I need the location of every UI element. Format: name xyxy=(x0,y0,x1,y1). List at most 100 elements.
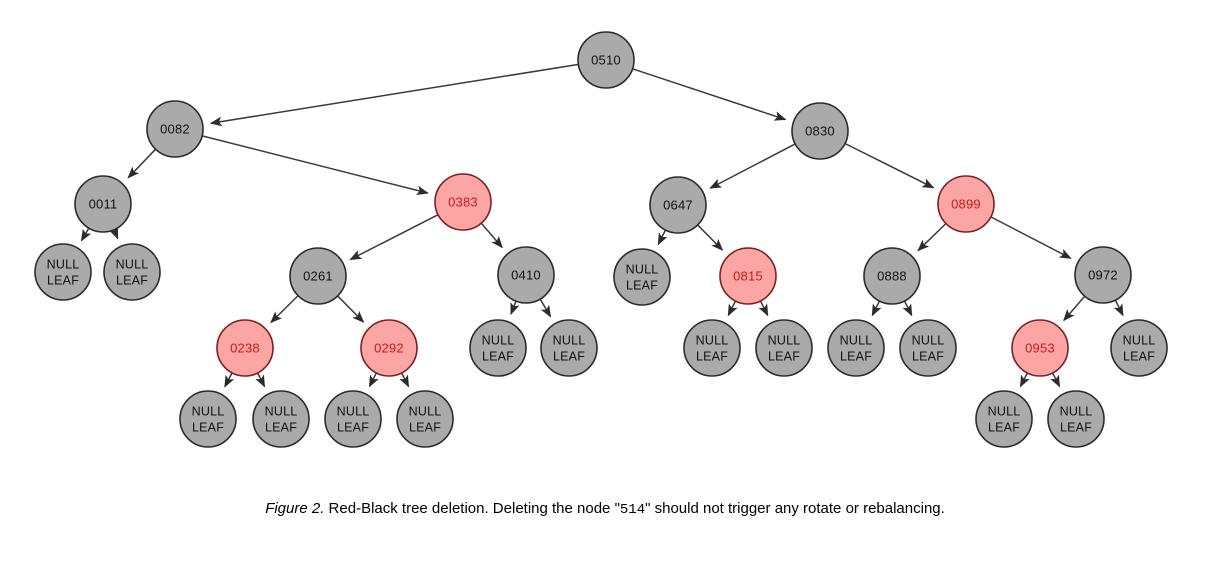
node-label: 0011 xyxy=(89,196,118,211)
node-circle xyxy=(34,243,92,301)
tree-edge xyxy=(709,143,796,189)
node-circle xyxy=(937,175,995,233)
tree-edge xyxy=(845,143,935,189)
node-circle xyxy=(1047,390,1105,448)
tree-node-0830[interactable]: 0830 xyxy=(791,102,849,160)
tree-edge xyxy=(697,224,724,251)
node-label-line2: LEAF xyxy=(192,420,224,434)
tree-node-0899[interactable]: 0899 xyxy=(937,175,995,233)
tree-edge xyxy=(481,223,503,249)
node-label: 0510 xyxy=(591,52,621,67)
tree-node-null-leaf[interactable]: NULL LEAF xyxy=(683,319,741,377)
tree-node-0888[interactable]: 0888 xyxy=(863,247,921,305)
caption-text-part-2: " should not trigger any rotate or rebal… xyxy=(645,500,945,517)
tree-edge xyxy=(255,373,266,388)
tree-node-0647[interactable]: 0647 xyxy=(649,176,707,234)
figure-caption-wrapper: Figure 2. Red-Black tree deletion. Delet… xyxy=(0,498,1210,521)
node-label: 0888 xyxy=(877,268,907,283)
node-label: 0972 xyxy=(1088,267,1118,282)
node-label-line1: NULL xyxy=(840,333,873,347)
node-circle xyxy=(103,243,161,301)
node-label-line2: LEAF xyxy=(47,273,79,287)
node-circle xyxy=(396,390,454,448)
node-label: 0899 xyxy=(951,196,981,211)
node-circle xyxy=(434,173,492,231)
node-circle xyxy=(1011,319,1069,377)
node-label: 0383 xyxy=(448,194,478,209)
tree-node-0261[interactable]: 0261 xyxy=(289,247,347,305)
tree-edge xyxy=(1050,373,1061,388)
node-circle xyxy=(649,176,707,234)
node-label-line1: NULL xyxy=(626,262,659,276)
tree-node-null-leaf[interactable]: NULL LEAF xyxy=(613,248,671,306)
edge-layer xyxy=(80,63,1124,388)
caption-text-part-1: Red-Black tree deletion. Deleting the no… xyxy=(324,500,620,517)
tree-node-0082[interactable]: 0082 xyxy=(146,100,204,158)
tree-node-0972[interactable]: 0972 xyxy=(1074,246,1132,304)
tree-node-0383[interactable]: 0383 xyxy=(434,173,492,231)
tree-node-0238[interactable]: 0238 xyxy=(216,319,274,377)
node-label-line2: LEAF xyxy=(912,349,944,363)
node-circle xyxy=(577,31,635,89)
tree-node-0510[interactable]: 0510 xyxy=(577,31,635,89)
tree-edge xyxy=(109,226,119,240)
node-circle xyxy=(755,319,813,377)
node-label-line2: LEAF xyxy=(626,278,658,292)
node-circle xyxy=(540,319,598,377)
tree-edge xyxy=(990,216,1072,259)
tree-edge xyxy=(539,299,552,318)
node-label-line2: LEAF xyxy=(1123,349,1155,363)
tree-edge xyxy=(1063,296,1085,322)
tree-edge xyxy=(758,301,769,317)
node-label: 0953 xyxy=(1025,340,1055,355)
node-label-line1: NULL xyxy=(696,333,729,347)
node-label-line1: NULL xyxy=(553,333,586,347)
node-label: 0238 xyxy=(230,340,260,355)
node-circle xyxy=(1110,319,1168,377)
tree-node-0815[interactable]: 0815 xyxy=(719,247,777,305)
node-label-line1: NULL xyxy=(1123,333,1156,347)
tree-node-0292[interactable]: 0292 xyxy=(360,319,418,377)
tree-node-0953[interactable]: 0953 xyxy=(1011,319,1069,377)
node-circle xyxy=(863,247,921,305)
node-label-line1: NULL xyxy=(116,257,149,271)
tree-node-null-leaf[interactable]: NULL LEAF xyxy=(1110,319,1168,377)
tree-node-0410[interactable]: 0410 xyxy=(497,246,555,304)
node-circle xyxy=(289,247,347,305)
tree-edge xyxy=(270,295,299,324)
node-circle xyxy=(252,390,310,448)
node-circle xyxy=(683,319,741,377)
node-label: 0292 xyxy=(374,340,404,355)
tree-edge xyxy=(349,214,438,261)
caption-deleted-key: 514 xyxy=(619,502,646,518)
node-label-line1: NULL xyxy=(482,333,515,347)
node-label: 0082 xyxy=(160,121,190,136)
tree-node-0011[interactable]: 0011 xyxy=(74,175,132,233)
figure-number: Figure 2. xyxy=(265,500,325,517)
node-label-line2: LEAF xyxy=(1060,420,1092,434)
tree-edge xyxy=(1113,300,1124,317)
node-label-line1: NULL xyxy=(768,333,801,347)
node-label-line2: LEAF xyxy=(696,349,728,363)
tree-node-null-leaf[interactable]: NULL LEAF xyxy=(179,390,237,448)
node-circle xyxy=(497,246,555,304)
tree-edge xyxy=(209,63,578,127)
tree-edge xyxy=(510,301,520,316)
node-circle xyxy=(975,390,1033,448)
node-label-line1: NULL xyxy=(192,404,225,418)
node-circle xyxy=(791,102,849,160)
